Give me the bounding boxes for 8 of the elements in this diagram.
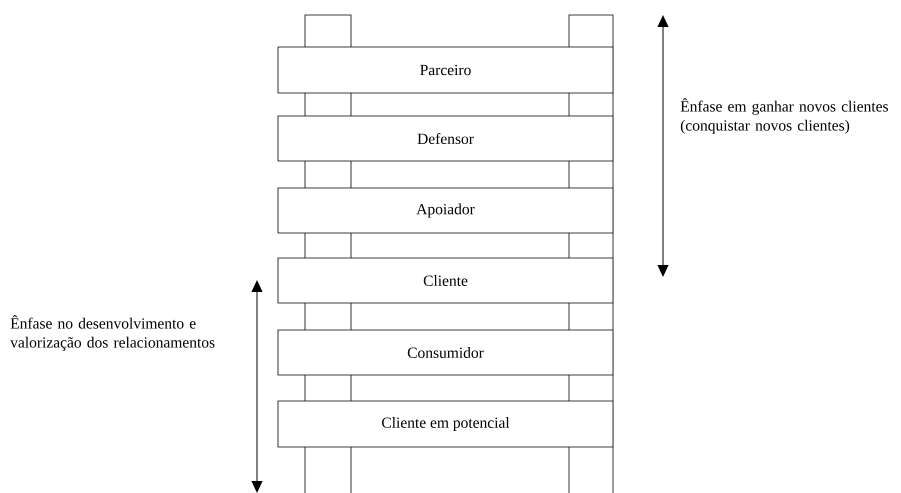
- ladder-rung: Apoiador: [278, 188, 614, 234]
- ladder-rung: Cliente em potencial: [278, 400, 614, 448]
- annotation-text: Ênfase no desenvolvimento e valorização dos relacionamentos: [10, 315, 215, 351]
- ladder-rung: Consumidor: [278, 330, 614, 376]
- annotation-text: Ênfase em ganhar novos clientes (conquistar novos clientes): [680, 98, 888, 134]
- ladder-rung: Defensor: [278, 116, 614, 162]
- ladder-rung: Cliente: [278, 258, 614, 304]
- ladder-rung: Parceiro: [278, 46, 614, 94]
